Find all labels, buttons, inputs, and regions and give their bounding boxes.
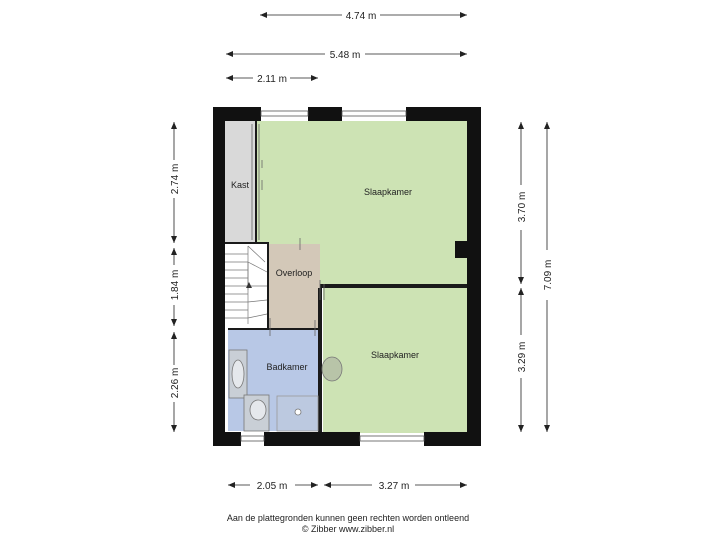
dim-left-upper: 2.74 m xyxy=(170,164,181,195)
room-label-badkamer: Badkamer xyxy=(266,362,307,372)
dim-bottom-left: 2.05 m xyxy=(257,481,288,492)
dimension-lines xyxy=(171,12,550,488)
dim-bottom-right: 3.27 m xyxy=(379,481,410,492)
stair-arrow-icon xyxy=(246,282,252,288)
bathroom-fixtures xyxy=(228,349,319,432)
windows xyxy=(240,110,425,442)
footer-copyright: © Zibber www.zibber.nl xyxy=(302,524,394,534)
footer-disclaimer: Aan de plattegronden kunnen geen rechten… xyxy=(227,513,469,523)
stairs-icon xyxy=(225,245,268,324)
room-bedroom-bottom xyxy=(323,288,467,433)
door-marks xyxy=(269,238,325,336)
room-label-slaapkamer-bottom: Slaapkamer xyxy=(371,350,419,360)
interior-walls xyxy=(225,121,467,432)
room-stairs xyxy=(225,244,269,326)
exterior-walls xyxy=(213,107,481,446)
room-label-kast: Kast xyxy=(231,180,250,190)
dim-right-lower: 3.29 m xyxy=(517,342,528,373)
closet-doors xyxy=(251,124,263,240)
room-label-overloop: Overloop xyxy=(276,268,313,278)
dim-top-outer: 5.48 m xyxy=(330,50,361,61)
washbasin-icon xyxy=(321,356,343,382)
dim-right-upper: 3.70 m xyxy=(517,192,528,223)
room-landing xyxy=(269,244,320,328)
dim-right-total: 7.09 m xyxy=(543,260,554,291)
room-label-slaapkamer-top: Slaapkamer xyxy=(364,187,412,197)
dim-left-lower: 2.26 m xyxy=(170,368,181,399)
dim-top-left: 2.11 m xyxy=(257,74,287,85)
dim-left-middle: 1.84 m xyxy=(170,270,181,301)
dim-top-total: 4.74 m xyxy=(346,11,377,22)
